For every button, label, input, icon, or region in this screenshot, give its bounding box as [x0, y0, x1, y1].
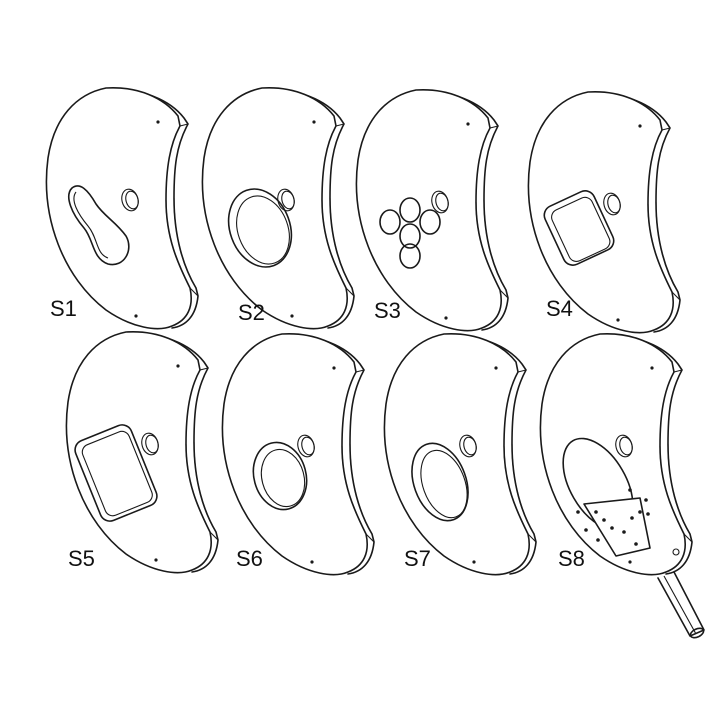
panel-label: S7: [404, 546, 431, 571]
panel-label: S2: [238, 300, 265, 325]
panel-s8: S8: [539, 332, 705, 639]
rounded-rect-cutout: [543, 190, 615, 266]
panel-s1: S1: [45, 86, 199, 330]
panel-s4: S4: [527, 90, 681, 334]
ellipse-cutout: [411, 442, 469, 522]
long-rounded-rect-cutout: [74, 424, 158, 522]
keyhole-cutout: [68, 185, 130, 266]
panel-s7: S7: [383, 332, 537, 576]
panel-label: S3: [374, 298, 401, 323]
panel-label: S4: [546, 296, 573, 321]
panel-s3: S3: [355, 88, 509, 332]
ellipse-cutout: [227, 188, 293, 268]
circuit-board: [576, 488, 680, 557]
panel-label: S5: [68, 546, 95, 571]
panel-s2: S2: [201, 86, 355, 330]
ellipse-cutout: [252, 441, 308, 511]
panel-s5: S5: [65, 330, 219, 574]
panel-label: S1: [50, 296, 77, 321]
panel-s6: S6: [221, 332, 375, 576]
five-holes-cutout: [379, 197, 441, 269]
stem: [657, 571, 705, 639]
panel-label: S6: [236, 546, 263, 571]
panel-label: S8: [558, 546, 585, 571]
